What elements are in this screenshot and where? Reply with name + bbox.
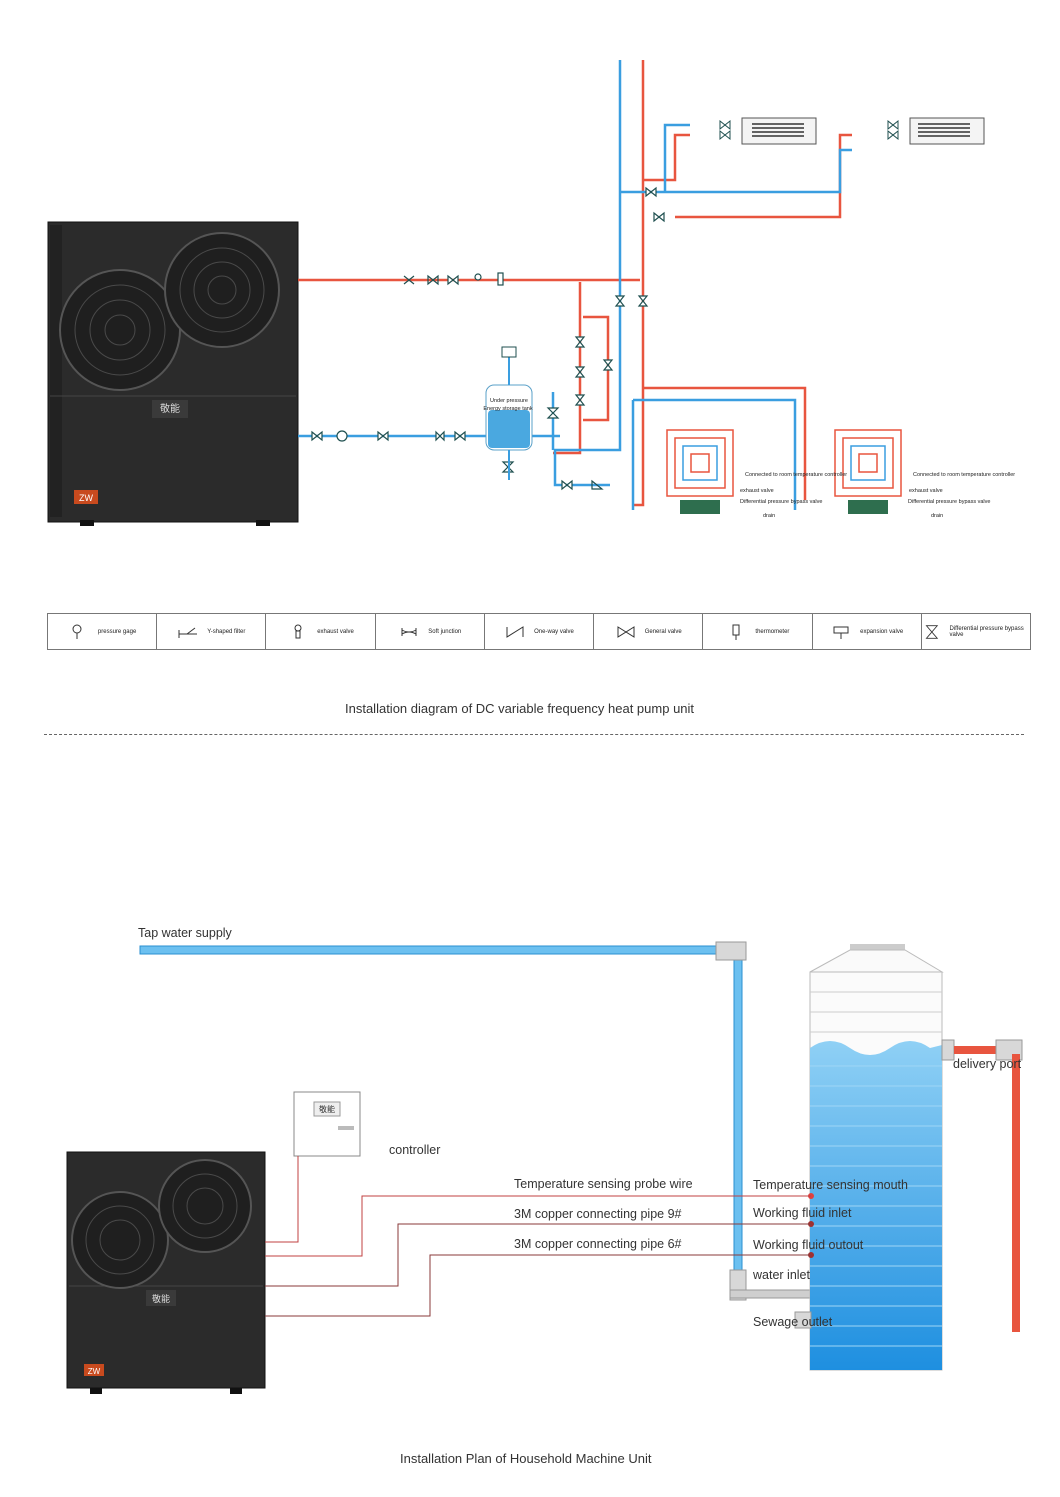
- unit-brand-top: 敬能: [160, 402, 180, 415]
- legend-item-thermometer: thermometer: [703, 614, 813, 649]
- room-note-bypass-2: Differential pressure bypass valve: [908, 499, 991, 505]
- general-valve-icon: [617, 625, 635, 638]
- legend: pressure gage Y-shaped filter exhaust va…: [47, 613, 1031, 650]
- heat-pump-unit-top: [47, 221, 299, 526]
- label-controller: controller: [389, 1143, 441, 1157]
- controller-box: [293, 1091, 361, 1157]
- tank-label: Energy storage tank: [483, 406, 532, 412]
- label-fluid-outlet: Working fluid outout: [753, 1238, 864, 1252]
- label-fluid-inlet: Working fluid inlet: [753, 1206, 852, 1220]
- legend-label: expansion valve: [860, 628, 904, 635]
- legend-item-y-filter: Y-shaped filter: [157, 614, 267, 649]
- energy-storage-tank: [485, 346, 533, 480]
- legend-label: Y-shaped filter: [207, 628, 246, 635]
- legend-label: Soft junction: [428, 628, 462, 635]
- diagram1-caption: Installation diagram of DC variable freq…: [345, 701, 695, 716]
- room-note-exhaust-1: exhaust valve: [740, 488, 774, 494]
- water-storage-tank: [794, 944, 1023, 1371]
- legend-label: General valve: [644, 628, 682, 635]
- legend-label: thermometer: [755, 628, 790, 635]
- connection-wires: [265, 1156, 811, 1317]
- legend-item-general-valve: General valve: [594, 614, 704, 649]
- tank-sublabel: Under pressure: [490, 398, 528, 404]
- fan-coil-unit-2: [887, 117, 985, 145]
- legend-item-soft-junction: Soft junction: [376, 614, 485, 649]
- label-temp-mouth: Temperature sensing mouth: [753, 1178, 908, 1192]
- label-water-inlet: water inlet: [753, 1268, 810, 1282]
- room-note-drain-1: drain: [763, 513, 776, 519]
- thermometer-icon: [732, 624, 740, 640]
- one-way-valve-icon: [506, 625, 524, 638]
- legend-label: pressure gage: [97, 628, 137, 635]
- legend-item-exhaust-valve: exhaust valve: [266, 614, 376, 649]
- expansion-valve-icon: [833, 626, 849, 639]
- label-pipe9: 3M copper connecting pipe 9#: [514, 1207, 682, 1221]
- floor-heating-coil-2: [834, 429, 902, 514]
- unit-badge-top: ZW: [79, 493, 93, 503]
- legend-item-expansion-valve: expansion valve: [813, 614, 922, 649]
- unit-brand-bottom: 敬能: [152, 1293, 170, 1304]
- label-delivery: delivery port: [953, 1057, 1022, 1071]
- legend-item-bypass-valve: Differential pressure bypass valve: [922, 614, 1030, 649]
- soft-junction-icon: [401, 627, 417, 636]
- pressure-gage-icon: [72, 624, 82, 639]
- room-note-bypass-1: Differential pressure bypass valve: [740, 499, 823, 505]
- heat-pump-unit-bottom: [66, 1151, 266, 1394]
- room-note-exhaust-2: exhaust valve: [909, 488, 943, 494]
- section-divider: [44, 734, 1024, 735]
- tap-water-pipe: [139, 941, 811, 1301]
- diagram2-caption: Installation Plan of Household Machine U…: [400, 1451, 652, 1466]
- label-sewage: Sewage outlet: [753, 1315, 833, 1329]
- bypass-valve-icon: [925, 624, 938, 639]
- exhaust-valve-icon: [294, 624, 302, 638]
- unit-badge-bottom: ZW: [88, 1367, 101, 1376]
- controller-brand: 敬能: [319, 1104, 335, 1114]
- fan-coil-unit-1: [719, 117, 817, 145]
- label-tap-water: Tap water supply: [138, 926, 232, 940]
- legend-label: One-way valve: [534, 628, 574, 635]
- label-probe-wire: Temperature sensing probe wire: [514, 1177, 693, 1191]
- floor-heating-coil-1: [666, 429, 734, 514]
- legend-label: exhaust valve: [317, 628, 354, 635]
- legend-item-pressure-gage: pressure gage: [48, 614, 158, 649]
- legend-item-one-way-valve: One-way valve: [485, 614, 595, 649]
- label-pipe6: 3M copper connecting pipe 6#: [514, 1237, 682, 1251]
- valve-symbols-top: [311, 186, 665, 491]
- room-note-drain-2: drain: [931, 513, 944, 519]
- room-note-controller-1: Connected to room temperature controller: [745, 472, 848, 478]
- legend-label: Differential pressure bypass valve: [949, 625, 1024, 638]
- y-filter-icon: [178, 627, 198, 638]
- room-note-controller-2: Connected to room temperature controller: [913, 472, 1016, 478]
